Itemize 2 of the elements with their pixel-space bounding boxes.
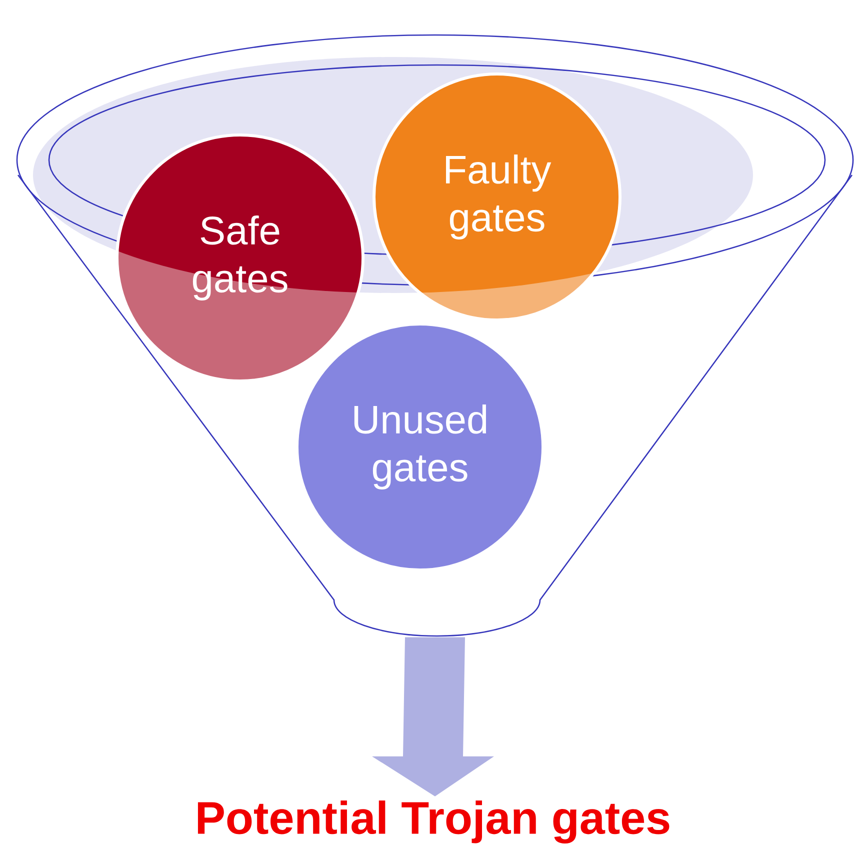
block-arrow <box>372 637 494 796</box>
result-title: Potential Trojan gates <box>198 800 670 844</box>
